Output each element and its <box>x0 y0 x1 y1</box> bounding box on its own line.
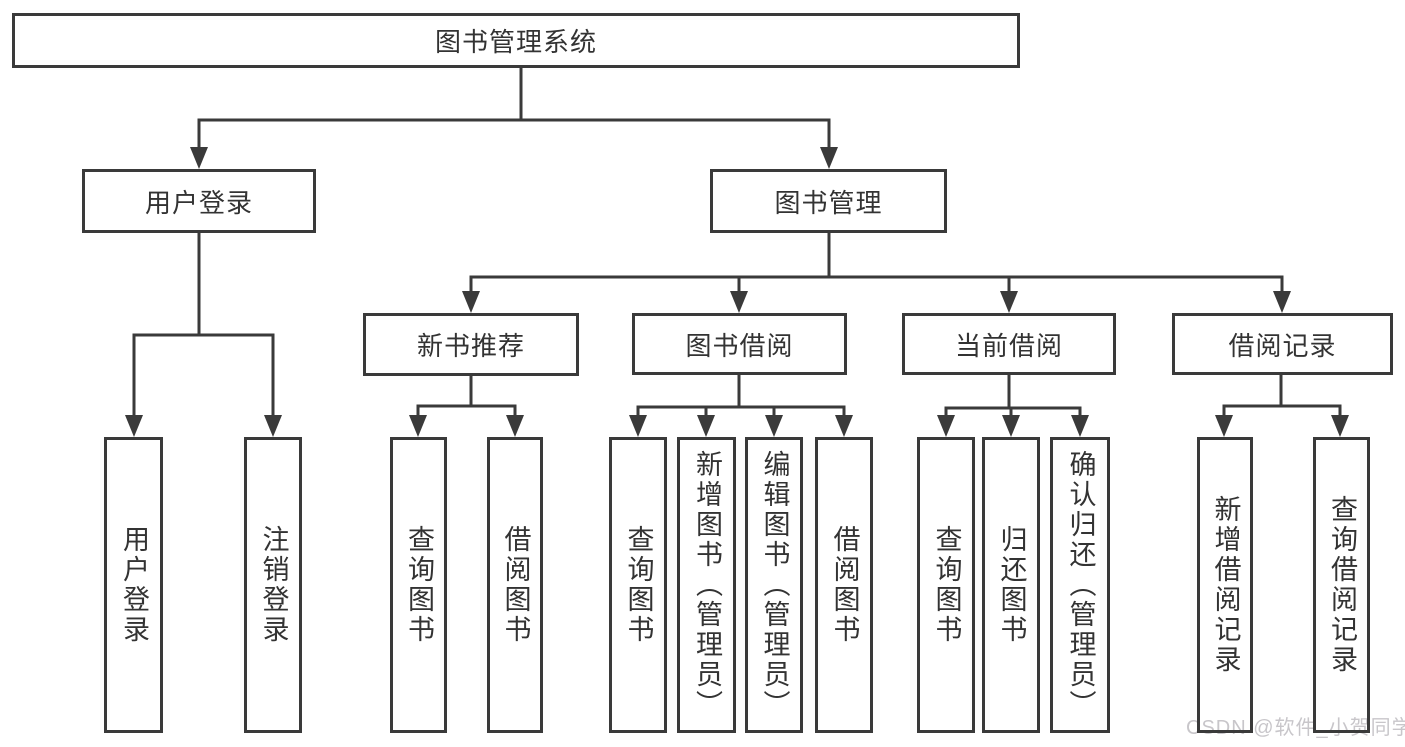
csdn-watermark: CSDN @软件_小贺同学 <box>1186 717 1405 739</box>
node-borrowing-records: 借阅记录 <box>1172 313 1393 375</box>
node-user-login: 用户登录 <box>82 169 316 233</box>
node-book-management: 图书管理 <box>710 169 947 233</box>
leaf-edit-book-admin: 编辑图书（管理员） <box>745 437 803 733</box>
leaf-add-borrow-record: 新增借阅记录 <box>1197 437 1253 733</box>
node-current-borrowing: 当前借阅 <box>902 313 1116 375</box>
leaf-add-book-admin: 新增图书（管理员） <box>677 437 736 733</box>
leaf-borrow-books-1: 借阅图书 <box>487 437 543 733</box>
leaf-query-borrow-record: 查询借阅记录 <box>1313 437 1370 733</box>
node-book-borrowing: 图书借阅 <box>632 313 847 375</box>
leaf-user-login: 用户登录 <box>104 437 163 733</box>
arrowheads <box>125 147 1349 437</box>
leaf-confirm-return-admin: 确认归还（管理员） <box>1050 437 1110 733</box>
leaf-query-books-3: 查询图书 <box>917 437 975 733</box>
node-root: 图书管理系统 <box>12 13 1020 68</box>
leaf-query-books-2: 查询图书 <box>609 437 667 733</box>
leaf-logout: 注销登录 <box>244 437 302 733</box>
leaf-return-book: 归还图书 <box>982 437 1040 733</box>
leaf-borrow-books-2: 借阅图书 <box>815 437 873 733</box>
node-new-book-recommend: 新书推荐 <box>363 313 579 376</box>
leaf-query-books-1: 查询图书 <box>390 437 447 733</box>
